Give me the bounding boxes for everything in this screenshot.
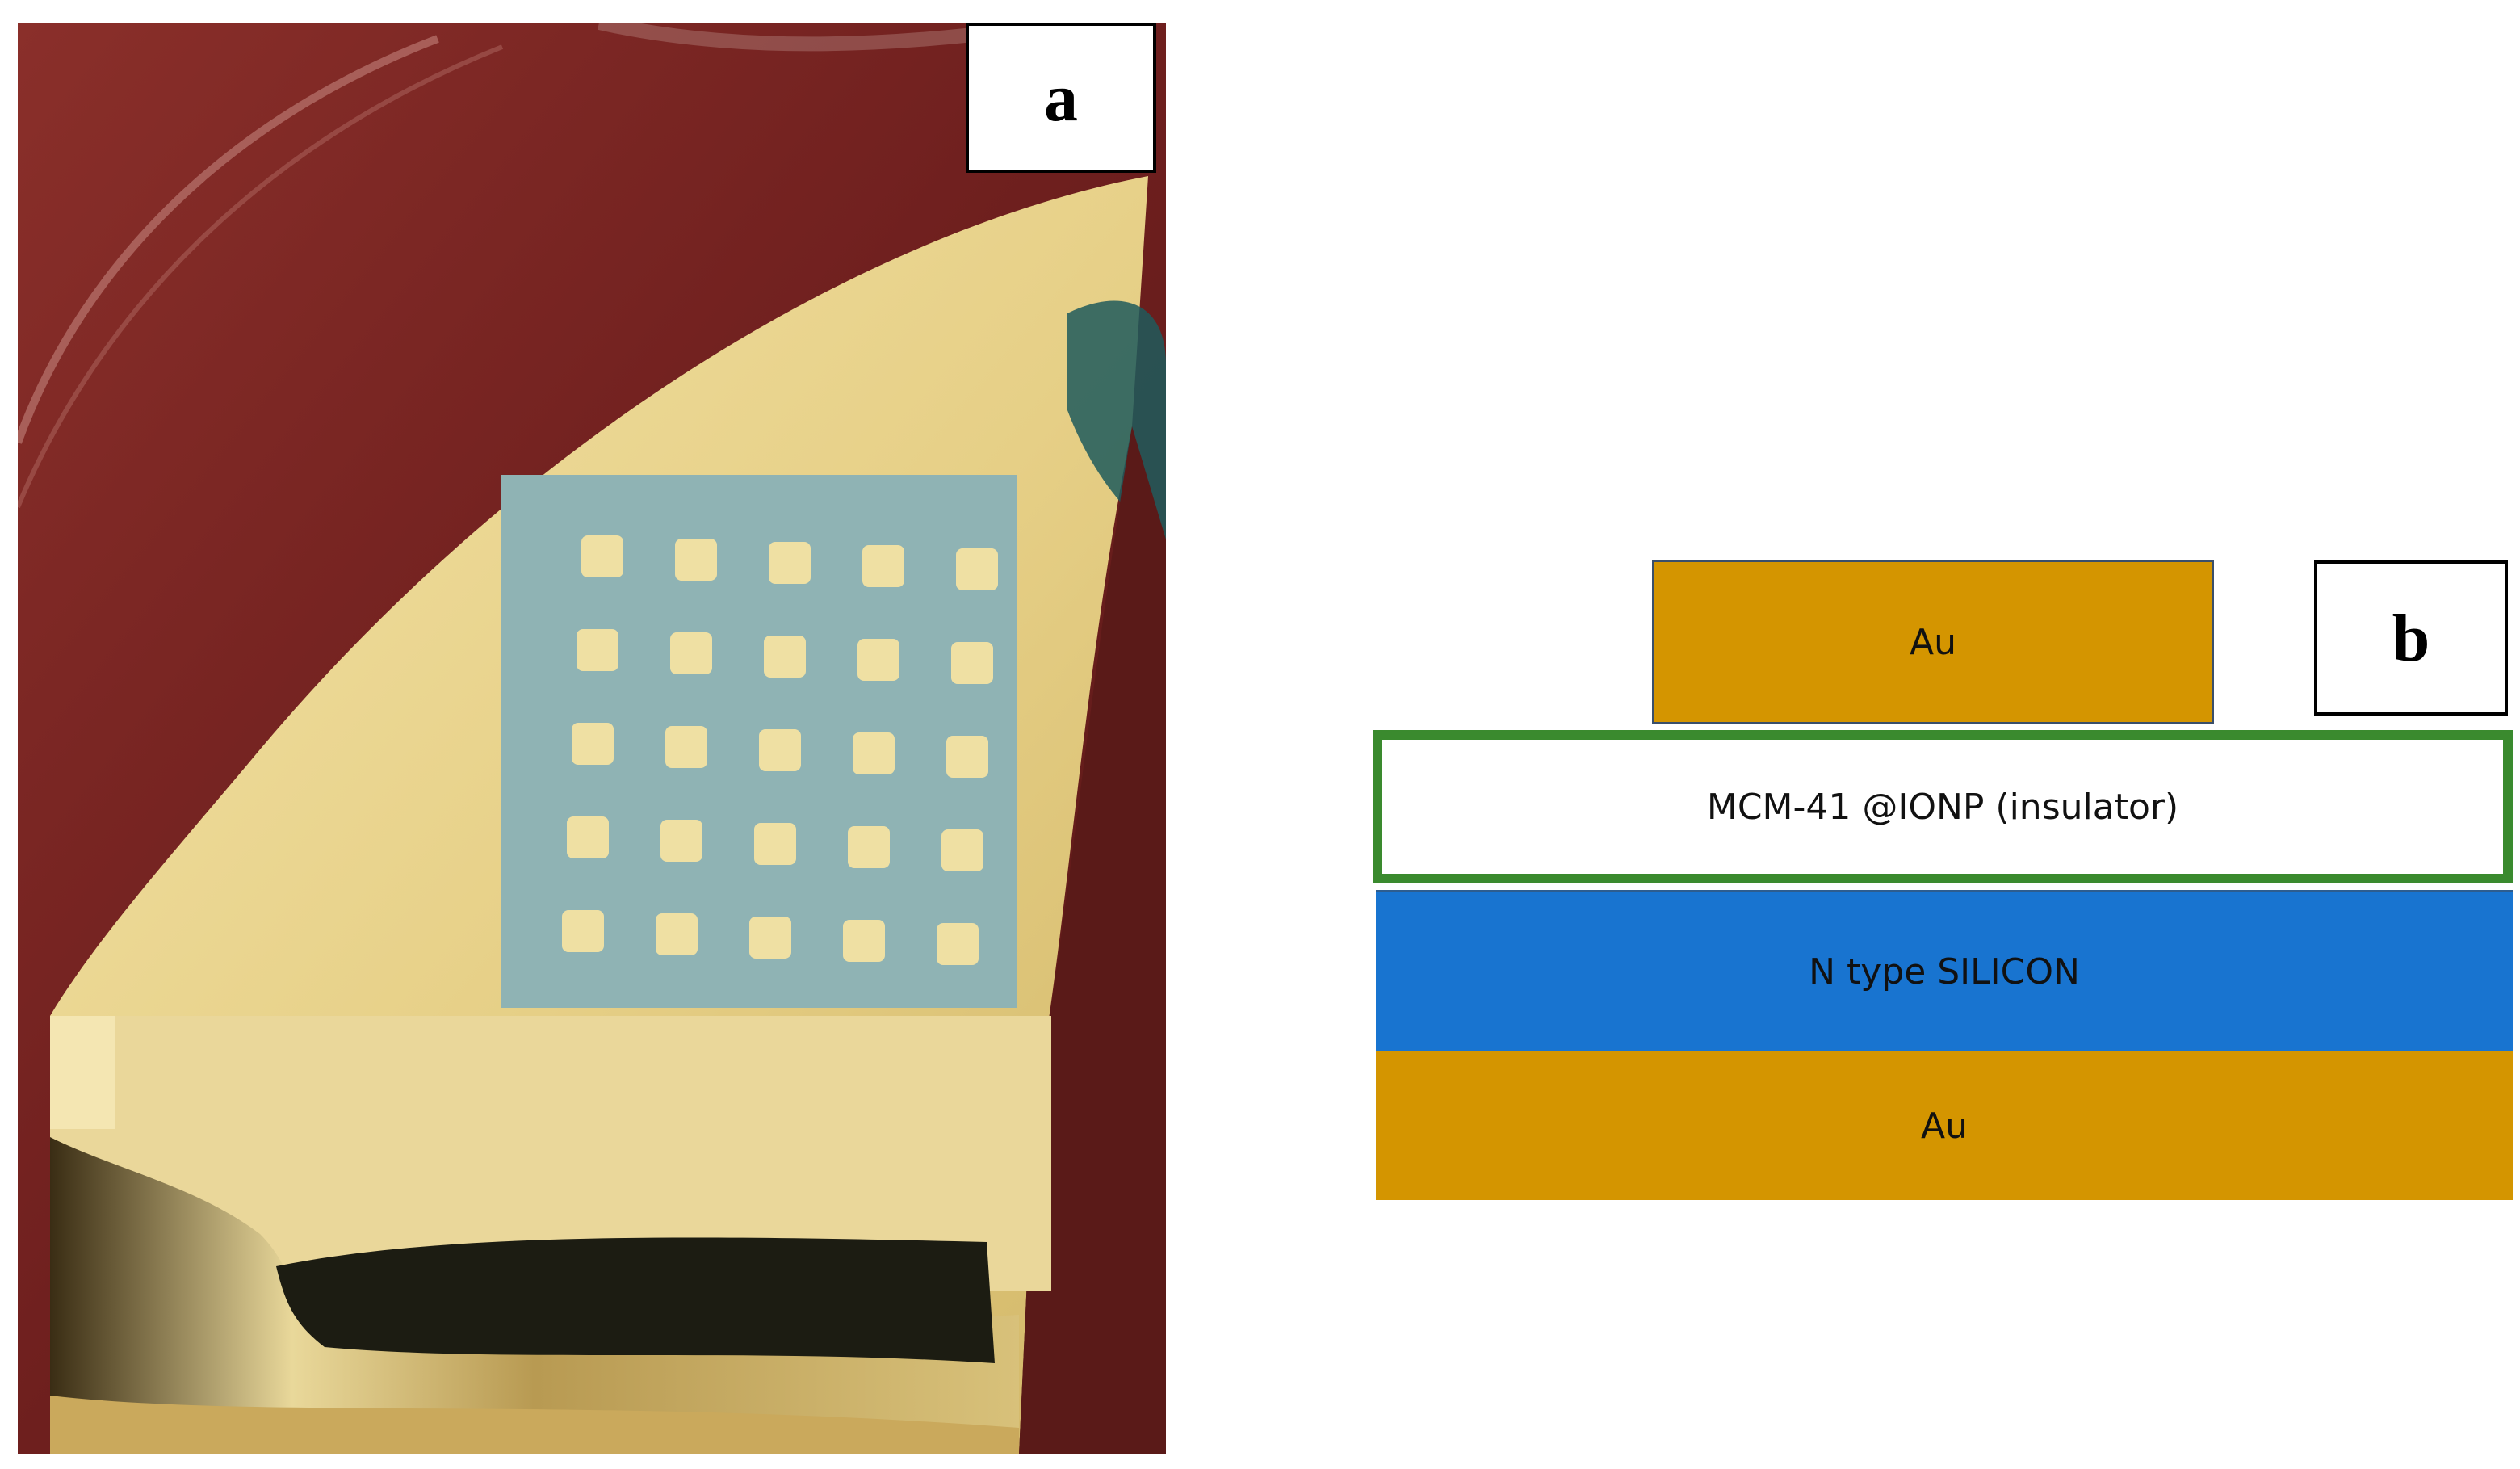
dark-tape — [276, 1237, 995, 1363]
silicon-label: N type SILICON — [1809, 951, 2080, 993]
insulator-label: MCM-41 @IONP (insulator) — [1706, 786, 2179, 828]
insulator-layer: MCM-41 @IONP (insulator) — [1373, 730, 2513, 883]
foil-region — [50, 1137, 1019, 1454]
top-au-label: Au — [1910, 621, 1956, 663]
contact-pad — [670, 632, 712, 674]
contact-pad — [656, 913, 698, 955]
contact-pad — [956, 548, 998, 590]
panel-a-label: a — [966, 23, 1156, 173]
contact-pad — [848, 826, 890, 868]
contact-pad — [581, 535, 623, 577]
contact-pad — [764, 636, 806, 678]
contact-pad — [862, 545, 904, 587]
contact-pad — [853, 732, 895, 774]
contact-pad — [937, 923, 979, 965]
pad-grid — [562, 535, 998, 965]
contact-pad — [572, 723, 614, 765]
bottom-au-label: Au — [1921, 1105, 1968, 1147]
panel-b-label: b — [2314, 560, 2508, 716]
n-type-silicon-layer: N type SILICON — [1376, 890, 2513, 1051]
contact-pad — [941, 829, 983, 871]
contact-pad — [754, 823, 796, 865]
contact-pad — [577, 629, 618, 671]
bottom-au-electrode: Au — [1376, 1051, 2513, 1200]
contact-pad — [749, 917, 791, 959]
contact-pad — [665, 726, 707, 768]
top-au-electrode: Au — [1652, 560, 2214, 724]
contact-pad — [562, 910, 604, 952]
contact-pad — [759, 729, 801, 771]
contact-pad — [567, 816, 609, 858]
panel-a-photo — [18, 23, 1166, 1454]
contact-pad — [769, 542, 811, 584]
contact-pad — [951, 642, 993, 684]
contact-pad — [946, 736, 988, 778]
contact-pad — [675, 539, 717, 581]
contact-pad — [843, 920, 885, 962]
contact-pad — [660, 820, 702, 862]
contact-pad — [857, 639, 899, 681]
dish-rim — [18, 35, 439, 444]
